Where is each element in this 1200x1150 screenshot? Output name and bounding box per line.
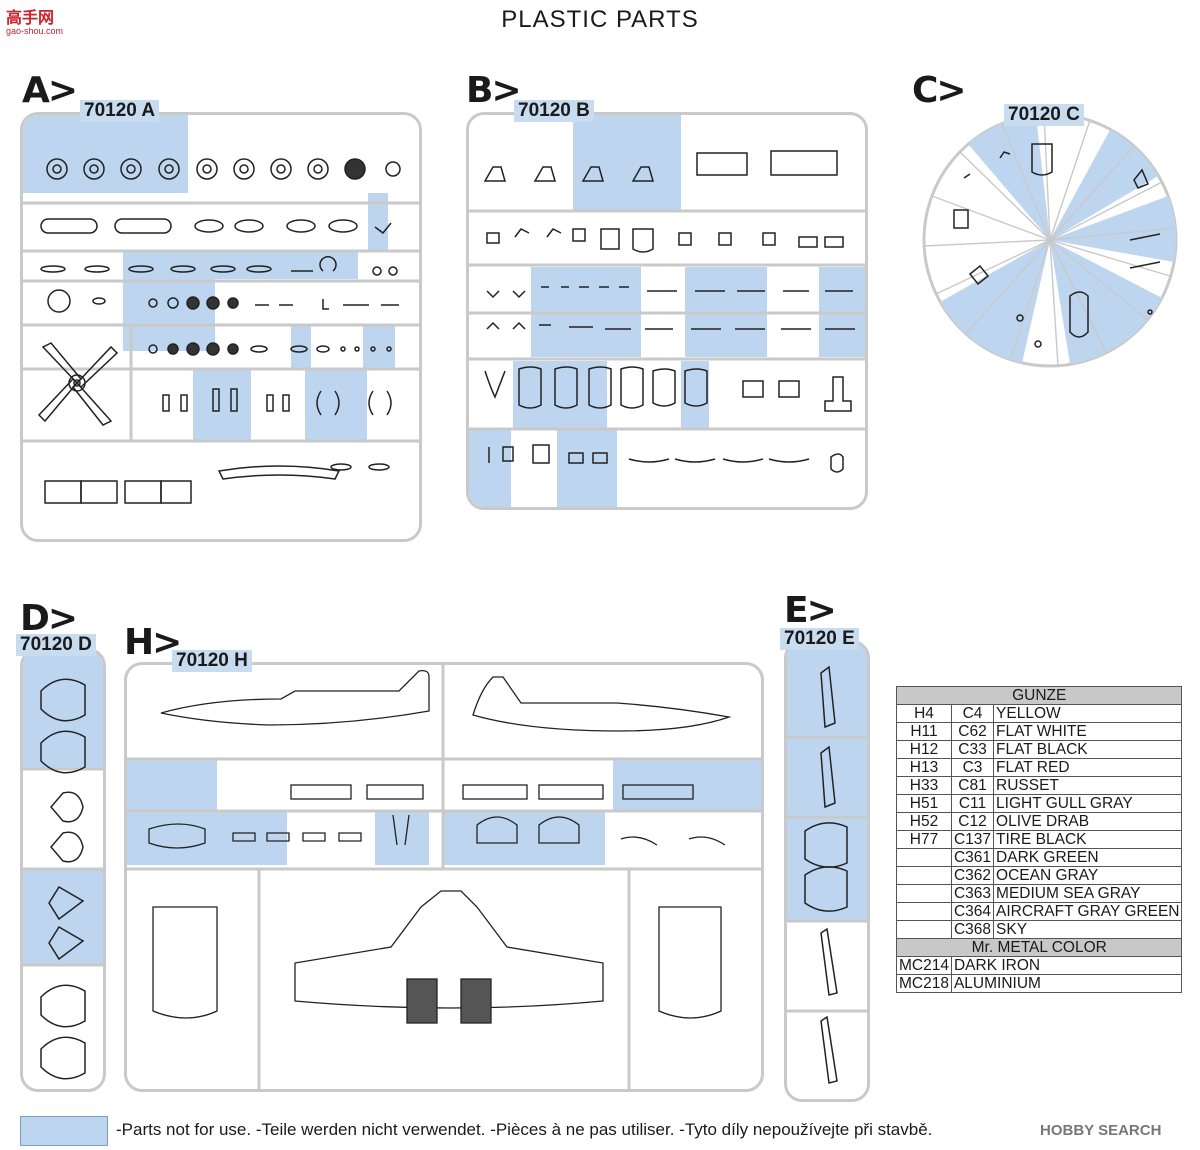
unused-parts-swatch	[20, 1116, 108, 1146]
sprue-c-letter: C>	[912, 70, 967, 111]
paint-c-code: C362	[950, 866, 995, 885]
paint-h-code: H52	[896, 812, 952, 831]
paint-h-code: H13	[896, 758, 952, 777]
paint-h-code	[896, 920, 952, 939]
metal-name: ALUMINIUM	[950, 974, 1183, 993]
sprue-e-code: 70120 E	[780, 628, 859, 650]
sprue-c-code: 70120 C	[1004, 104, 1084, 126]
sprue-h-frame	[124, 662, 764, 1092]
paint-name: FLAT BLACK	[993, 740, 1183, 759]
sprue-d-code: 70120 D	[16, 634, 96, 656]
paint-c-code: C12	[950, 812, 995, 831]
paint-h-code: H4	[896, 704, 952, 723]
paint-c-code: C81	[950, 776, 995, 795]
paint-h-code: H51	[896, 794, 952, 813]
paint-name: LIGHT GULL GRAY	[993, 794, 1183, 813]
metal-code: MC218	[896, 974, 952, 993]
site-logo: 高手网	[6, 10, 55, 27]
paint-c-code: C33	[950, 740, 995, 759]
sprue-b-parts	[469, 150, 865, 473]
paint-c-code: C364	[950, 902, 995, 921]
paint-h-code: H33	[896, 776, 952, 795]
paint-name: AIRCRAFT GRAY GREEN	[993, 902, 1183, 921]
paint-name: RUSSET	[993, 776, 1183, 795]
paint-name: SKY	[993, 920, 1183, 939]
paint-h-code: H12	[896, 740, 952, 759]
sprue-a-parts	[23, 158, 419, 504]
watermark: HOBBY SEARCH	[1040, 1122, 1162, 1139]
paint-h-code: H77	[896, 830, 952, 849]
metal-table-header: Mr. METAL COLOR	[895, 938, 1183, 957]
paint-name: TIRE BLACK	[993, 830, 1183, 849]
sprue-e-parts	[787, 665, 867, 1084]
paint-name: FLAT RED	[993, 758, 1183, 777]
paint-c-code: C4	[950, 704, 995, 723]
sprue-e-letter: E>	[784, 590, 837, 631]
sprue-e-frame	[784, 640, 870, 1102]
sprue-d-frame	[20, 648, 106, 1092]
sprue-b-frame	[466, 112, 868, 510]
paint-name: YELLOW	[993, 704, 1183, 723]
paint-name: OCEAN GRAY	[993, 866, 1183, 885]
unused-parts-legend: -Parts not for use. -Teile werden nicht …	[116, 1120, 933, 1139]
paint-name: OLIVE DRAB	[993, 812, 1183, 831]
sprue-a-code: 70120 A	[80, 100, 160, 122]
sprue-h-parts	[127, 665, 761, 1089]
paint-c-code: C363	[950, 884, 995, 903]
paint-name: MEDIUM SEA GRAY	[993, 884, 1183, 903]
paint-h-code	[896, 848, 952, 867]
sprue-a-letter: A>	[22, 70, 78, 111]
paint-h-code	[896, 902, 952, 921]
sprue-h-code: 70120 H	[172, 650, 252, 672]
sprue-a-frame	[20, 112, 422, 542]
page-title: PLASTIC PARTS	[501, 6, 699, 33]
sprue-b-letter: B>	[466, 70, 522, 111]
paint-name: DARK GREEN	[993, 848, 1183, 867]
paint-c-code: C11	[950, 794, 995, 813]
paint-name: FLAT WHITE	[993, 722, 1183, 741]
metal-name: DARK IRON	[950, 956, 1183, 975]
paint-c-code: C137	[950, 830, 995, 849]
paint-c-code: C62	[950, 722, 995, 741]
sprue-c-frame	[922, 112, 1178, 368]
paint-c-code: C3	[950, 758, 995, 777]
metal-code: MC214	[896, 956, 952, 975]
sprue-b-code: 70120 B	[514, 100, 594, 122]
paint-c-code: C361	[950, 848, 995, 867]
paint-h-code: H11	[896, 722, 952, 741]
sprue-d-letter: D>	[20, 598, 78, 639]
paint-h-code	[896, 866, 952, 885]
sprue-d-parts	[23, 678, 103, 1080]
paint-table-header: GUNZE	[895, 686, 1183, 705]
paint-c-code: C368	[950, 920, 995, 939]
paint-h-code	[896, 884, 952, 903]
site-logo-url: gao-shou.com	[6, 26, 64, 36]
